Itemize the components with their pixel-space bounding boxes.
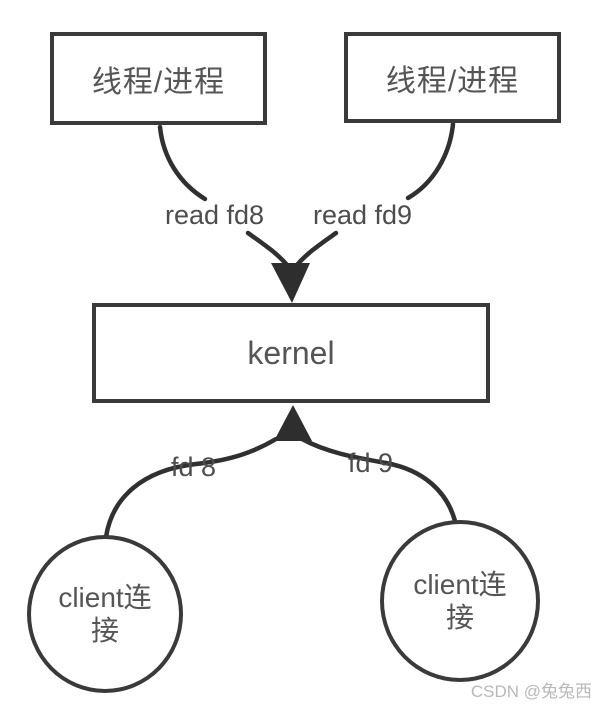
client-circle-left-label-line2: 接: [90, 615, 119, 646]
edge-label-read-fd8: read fd8: [165, 200, 265, 230]
edge-process-left-to-label: [157, 124, 208, 202]
edge-label-fd8: fd 8: [171, 452, 217, 482]
edge-process-right-to-label: [405, 121, 456, 201]
edge-label-readfd8-to-kernel: [245, 230, 290, 268]
process-box-right: 线程/进程: [344, 32, 561, 123]
edge-label-read-fd9: read fd9: [313, 200, 413, 230]
edge-label-fd9: fd 9: [348, 448, 394, 478]
client-circle-right-label-line2: 接: [445, 602, 474, 633]
process-box-right-label: 线程/进程: [385, 64, 520, 98]
arrowhead-into-kernel-bottom: [274, 405, 312, 441]
process-box-left-label: 线程/进程: [91, 65, 226, 99]
process-box-left: 线程/进程: [50, 32, 267, 125]
client-circle-right-label-line1: client连: [413, 569, 507, 600]
client-circle-right: client连 接: [380, 520, 540, 682]
kernel-box-label: kernel: [247, 334, 335, 371]
kernel-box: kernel: [92, 303, 490, 403]
client-circle-left: client连 接: [27, 535, 183, 693]
edge-label-readfd9-to-kernel: [294, 230, 339, 268]
arrowhead-into-kernel-top: [271, 263, 310, 303]
client-circle-left-label-line1: client连: [58, 582, 152, 613]
watermark: CSDN @兔兔西: [470, 682, 592, 701]
